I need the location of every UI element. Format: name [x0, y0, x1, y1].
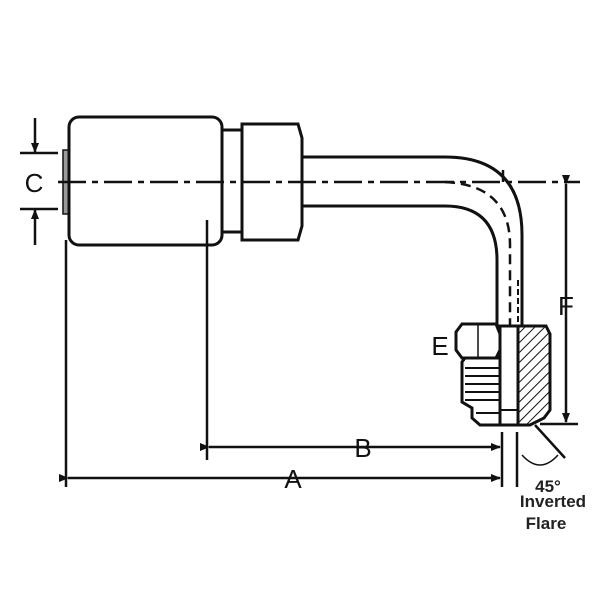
label-c: C [25, 168, 44, 198]
flare-note-line1: Inverted [520, 492, 586, 511]
label-f: F [558, 291, 574, 321]
angle-arc [521, 454, 559, 466]
tube-bore [444, 180, 512, 326]
hatched-section [500, 324, 552, 427]
label-a: A [284, 464, 302, 494]
tube-inner [302, 204, 499, 326]
flare-note-line2: Flare [526, 514, 567, 533]
label-e: E [431, 331, 448, 361]
angle-note: 45° [535, 477, 561, 496]
label-b: B [354, 433, 371, 463]
swivel-nut [240, 122, 304, 242]
